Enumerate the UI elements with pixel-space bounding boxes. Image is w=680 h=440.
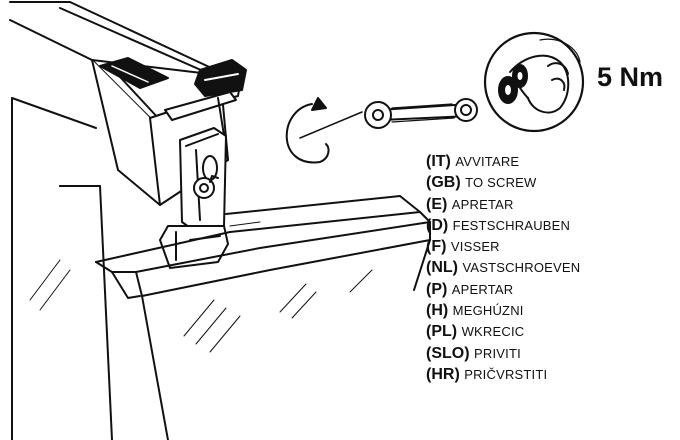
- torque-value: 5 Nm: [597, 62, 664, 92]
- language-code: (F): [426, 238, 447, 256]
- instruction-text: PRIVITI: [474, 345, 521, 361]
- instruction-text: MEGHÚZNI: [452, 303, 524, 319]
- rotation-arrow-icon: [285, 97, 330, 164]
- instruction-text: AVVITARE: [455, 154, 520, 169]
- instruction-text: FESTSCHRAUBEN: [452, 217, 571, 233]
- instruction-text: VISSER: [450, 239, 500, 255]
- roof-bar: [9, 1, 247, 121]
- instruction-item: (GB) TO SCREW: [426, 172, 580, 193]
- language-code: (P): [426, 280, 448, 298]
- language-code: (HR): [426, 365, 460, 383]
- instruction-item: (IT) AVVITARE: [426, 151, 580, 172]
- instruction-item: (H) MEGHÚZNI: [426, 300, 580, 321]
- instruction-item: (F) VISSER: [426, 236, 580, 257]
- language-code: (PL): [426, 323, 458, 341]
- language-code: (GB): [426, 174, 461, 192]
- instruction-item: (P) APERTAR: [426, 279, 580, 300]
- instruction-item: (NL) VASTSCHROEVEN: [426, 257, 580, 278]
- language-code: (IT): [426, 153, 451, 170]
- instruction-text: WKRECIC: [461, 324, 525, 340]
- instruction-item: (D) FESTSCHRAUBEN: [426, 215, 580, 236]
- instruction-item: (E) APRETAR: [426, 194, 580, 215]
- instruction-list: (IT) AVVITARE (GB) TO SCREW (E) APRETAR …: [426, 151, 580, 385]
- car-roof-edge: [11, 97, 431, 440]
- instruction-text: APERTAR: [451, 281, 514, 297]
- hand-tighten-icon: [483, 31, 585, 133]
- instruction-text: PRIČVRSTITI: [464, 366, 548, 382]
- instruction-text: VASTSCHROEVEN: [462, 260, 581, 276]
- language-code: (E): [426, 195, 448, 213]
- instruction-item: (SLO) PRIVITI: [426, 343, 580, 364]
- instruction-item: (PL) WKRECIC: [426, 321, 580, 342]
- instruction-item: (HR) PRIČVRSTITI: [426, 364, 580, 385]
- language-code: (SLO): [426, 344, 470, 362]
- language-code: (H): [426, 302, 449, 320]
- language-code: (D): [426, 216, 449, 234]
- instruction-text: APRETAR: [451, 196, 514, 212]
- instruction-text: TO SCREW: [465, 175, 537, 191]
- leader-line: [299, 111, 363, 139]
- wrench-icon: [364, 98, 478, 129]
- language-code: (NL): [426, 259, 458, 277]
